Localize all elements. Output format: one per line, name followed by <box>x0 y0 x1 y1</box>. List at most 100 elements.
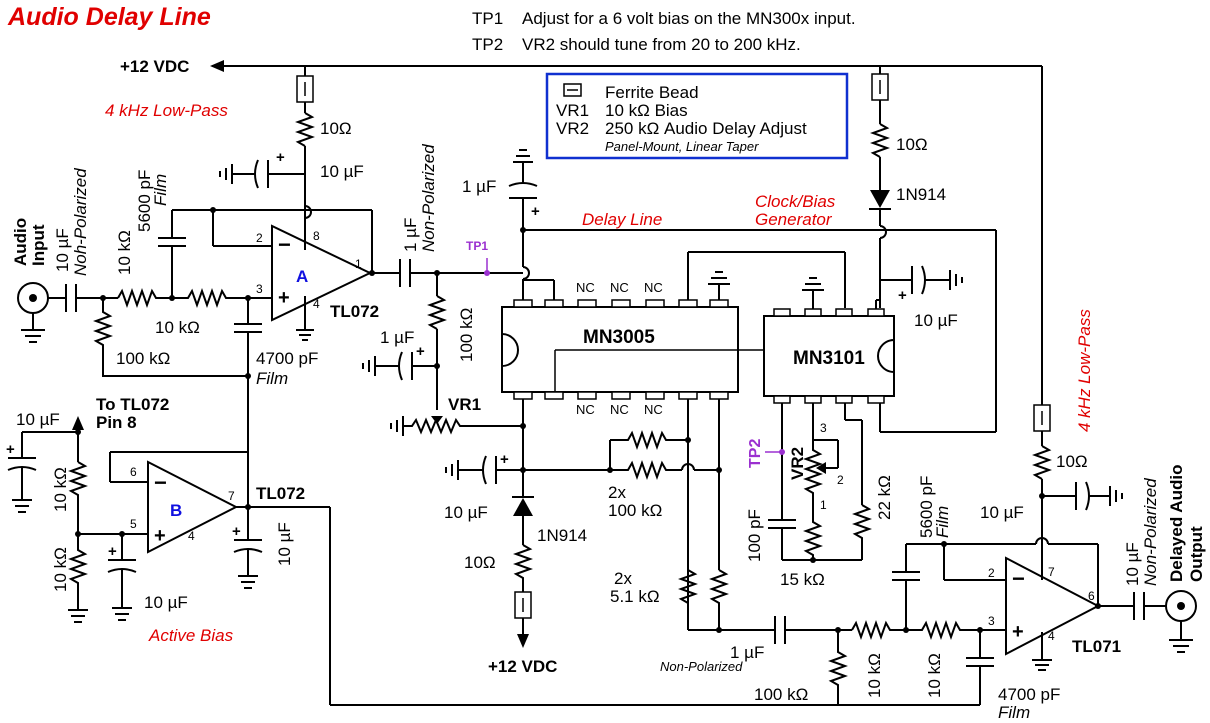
r10k-a-label: 10 kΩ <box>115 230 134 275</box>
diode-icon <box>870 190 890 208</box>
nc-label: NC <box>576 402 595 417</box>
b-c10u-b-label: 10 µF <box>144 593 188 612</box>
svg-text:+: + <box>276 149 285 166</box>
resistor-b-10k-a <box>68 461 88 534</box>
resistor-100k-2x-b <box>610 460 682 480</box>
pin-label: 8 <box>313 229 320 243</box>
b-c10u-label: 10 µF <box>16 410 60 429</box>
nonpol-out-label: Non-Polarized <box>1141 478 1160 586</box>
nc-label: NC <box>610 402 629 417</box>
tp1-label: TP1 <box>466 239 488 253</box>
resistor-10k-a <box>117 288 172 308</box>
rail-top-label: +12 VDC <box>120 57 189 76</box>
rail-bottom-label: +12 VDC <box>488 657 557 676</box>
pin-label: 4 <box>1048 629 1055 643</box>
c10u-top-label: 10 µF <box>320 162 364 181</box>
arrow-down-icon <box>517 634 529 648</box>
pin-label: 6 <box>130 465 137 479</box>
pin-label: 3 <box>256 282 263 296</box>
np-small-label: Non-Polarized <box>660 659 743 674</box>
svg-text:+: + <box>898 287 907 304</box>
resistor-10k-b <box>172 288 272 308</box>
film-label-a: Film <box>151 174 170 206</box>
pin-label: 3 <box>988 614 995 628</box>
r100k-low-label: 100 kΩ <box>754 685 808 704</box>
legend-vr2-text: 250 kΩ Audio Delay Adjust <box>605 119 807 138</box>
pin-label: 5 <box>130 517 137 531</box>
nc-label: NC <box>576 280 595 295</box>
pin-label: 2 <box>988 566 995 580</box>
opamp-tl071 <box>1005 556 1101 656</box>
b-r10k-b-label: 10 kΩ <box>51 547 70 592</box>
resistor-51k-b <box>709 569 729 630</box>
ferrite-bead-icon <box>563 83 582 97</box>
svg-text:−: − <box>154 470 167 495</box>
tl072-b-label: TL072 <box>256 484 305 503</box>
mn3101-pins <box>773 308 885 404</box>
r100k-bias-label: 100 kΩ <box>457 308 476 362</box>
to-tl072-1: To TL072 <box>96 395 169 414</box>
tl072-a-label: TL072 <box>330 302 379 321</box>
c10u-in-label: 10 µF <box>53 228 72 272</box>
nonpol-label: Non-Polarized <box>419 144 438 252</box>
opamp-a <box>271 224 373 322</box>
section-lowpass-out: 4 kHz Low-Pass <box>1075 309 1094 432</box>
arrow-up-icon <box>72 416 84 430</box>
section-delay-line: Delay Line <box>582 210 662 229</box>
pin-label: 3 <box>820 421 827 435</box>
legend-vr1-text: 10 kΩ Bias <box>605 101 688 120</box>
r10k-out-b-label: 10 kΩ <box>925 653 944 698</box>
resistor-10ohm-top <box>295 112 315 147</box>
d1n914-low-label: 1N914 <box>537 526 587 545</box>
note-tp2-text: VR2 should tune from 20 to 200 kHz. <box>522 35 801 54</box>
section-lowpass-in: 4 kHz Low-Pass <box>105 101 228 120</box>
legend-vr1-tag: VR1 <box>556 101 589 120</box>
d1n914-label: 1N914 <box>896 185 946 204</box>
legend-box <box>545 72 849 160</box>
potentiometer-vr2[interactable] <box>803 440 823 515</box>
delayed-audio-2: Output <box>1187 526 1206 582</box>
c1u-top-label: 1 µF <box>462 177 496 196</box>
resistor-100k-2x-a <box>610 430 688 450</box>
svg-text:+: + <box>154 525 166 547</box>
pin-label: 1 <box>355 257 362 271</box>
svg-text:+: + <box>1012 621 1024 643</box>
c1u-out-label: 1 µF <box>401 218 420 252</box>
legend-ferrite: Ferrite Bead <box>605 83 699 102</box>
r15k-label: 15 kΩ <box>780 570 825 589</box>
b-r10k-a-label: 10 kΩ <box>51 467 70 512</box>
pin-label: 7 <box>228 489 235 503</box>
mn3005-bottom-pins <box>513 391 729 400</box>
r100k-2x-label: 100 kΩ <box>608 501 662 520</box>
diode-icon <box>513 498 533 516</box>
audio-input-2: Input <box>29 224 48 266</box>
wiper-arrow-icon <box>431 416 443 424</box>
c4700-label: 4700 pF <box>256 349 318 368</box>
two-x-label: 2x <box>608 483 626 502</box>
resistor-10ohm-low <box>513 544 533 592</box>
c5600-label: 5600 pF <box>135 170 154 232</box>
c10u-low-label: 10 µF <box>444 503 488 522</box>
r10k-out-a-label: 10 kΩ <box>865 653 884 698</box>
pin-label: 1 <box>820 498 827 512</box>
c10u-clk-label: 10 µF <box>914 311 958 330</box>
legend-vr2-note: Panel-Mount, Linear Taper <box>605 139 759 154</box>
svg-text:+: + <box>500 451 509 468</box>
pin-label: 4 <box>313 297 320 311</box>
nohpol-label: Noh-Polarized <box>71 168 90 276</box>
resistor-22k <box>852 504 872 560</box>
c5600-out-label: 5600 pF <box>917 476 936 538</box>
resistor-10k-out-a <box>851 620 906 640</box>
r10-top-label: 10Ω <box>320 119 352 138</box>
nc-label: NC <box>644 280 663 295</box>
c4700-out-label: 4700 pF <box>998 685 1060 704</box>
nc-label: NC <box>644 402 663 417</box>
pin-label: 7 <box>1048 565 1055 579</box>
potentiometer-vr1[interactable] <box>403 417 523 435</box>
section-clock-1: Clock/Bias <box>755 192 836 211</box>
wiper-arrow-icon <box>816 462 826 474</box>
chip-mn3101 <box>763 315 895 397</box>
r22k-label: 22 kΩ <box>875 475 894 520</box>
svg-text:−: − <box>278 232 291 257</box>
